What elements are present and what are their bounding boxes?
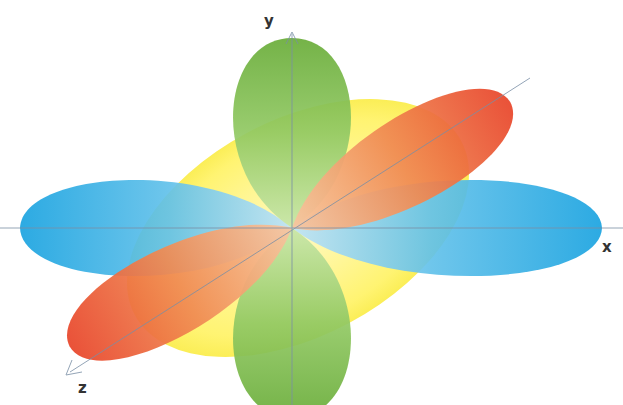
- axis-label: y: [262, 14, 276, 29]
- y-axis: [292, 34, 293, 405]
- x-axis: [0, 228, 623, 229]
- axis-label: z: [76, 381, 89, 396]
- y-arrowhead: [286, 32, 298, 44]
- axis-label: x: [600, 240, 614, 255]
- z-axis: [70, 78, 530, 372]
- red-lobe: [270, 64, 532, 266]
- red-lobe: [49, 189, 313, 385]
- z-arrowhead: [66, 360, 82, 375]
